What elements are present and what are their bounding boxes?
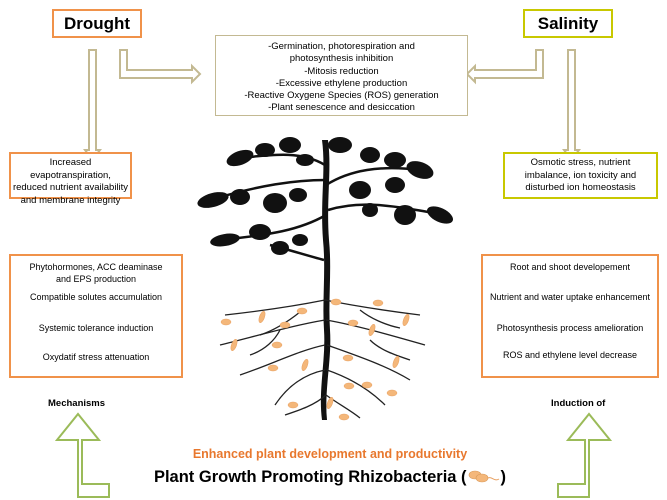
- effect-line: -Excessive ethylene production: [275, 77, 408, 89]
- effect-line: Osmotic stress, nutrient: [530, 157, 631, 168]
- bacterium: [230, 339, 238, 351]
- bacteria-icon: [468, 470, 499, 483]
- effect-line: -Mitosis reduction: [304, 65, 379, 77]
- salinity-label: Salinity: [537, 13, 599, 33]
- common-effects-box: -Germination, photorespiration and photo…: [215, 35, 468, 116]
- outcome-text: Enhanced plant development and productiv…: [192, 447, 468, 461]
- bacterium: [402, 314, 410, 326]
- salinity-box: Salinity: [523, 9, 613, 38]
- bacterium: [368, 324, 376, 336]
- mechanism-item: and EPS production: [55, 274, 137, 284]
- bacterium: [271, 341, 283, 349]
- plant-stem: [320, 140, 331, 420]
- induction-box: Root and shoot developement Nutrient and…: [481, 254, 659, 378]
- bacterium: [287, 401, 299, 409]
- bacterium: [343, 382, 355, 390]
- pgpr-title-text: Plant Growth Promoting Rhizobacteria (: [153, 468, 467, 486]
- bacterium: [361, 381, 373, 389]
- bacterium: [326, 397, 334, 409]
- effect-line: imbalance, ion toxicity and: [524, 169, 637, 181]
- pgpr-right-up-arrow: [557, 412, 613, 498]
- mechanism-item: Systemic tolerance induction: [38, 323, 154, 333]
- salinity-left-arrow: [465, 49, 544, 85]
- induction-item: Photosynthesis process amelioration: [496, 323, 644, 333]
- bacterium: [392, 356, 400, 368]
- mechanism-item: Phytohormones, ACC deaminase: [29, 262, 163, 272]
- drought-box: Drought: [52, 9, 142, 38]
- drought-label: Drought: [63, 13, 131, 33]
- induction-item: Root and shoot developement: [509, 262, 631, 272]
- effect-line: Increased evapotranspiration,: [30, 157, 111, 181]
- bacterium: [342, 354, 354, 362]
- effect-line: disturbed ion homeostasis: [525, 182, 636, 193]
- drought-right-arrow: [119, 49, 202, 85]
- mechanism-item: Compatible solutes accumulation: [29, 292, 163, 302]
- bacterium: [267, 364, 279, 372]
- bacterium: [347, 319, 359, 327]
- salinity-down-arrow: [562, 49, 581, 162]
- effect-line: -Reactive Oxygene Species (ROS) generati…: [244, 90, 439, 102]
- induction-item: Nutrient and water uptake enhancement: [489, 292, 651, 302]
- pgpr-title-close: ): [500, 468, 507, 486]
- effect-line: -Plant senescence and desiccation: [268, 102, 415, 114]
- drought-down-arrow: [83, 49, 102, 162]
- induction-item: ROS and ethylene level decrease: [502, 350, 638, 360]
- effect-line: reduced nutrient availability: [12, 182, 129, 193]
- bacterium: [330, 298, 342, 306]
- bacterium: [301, 359, 309, 371]
- rhizobacteria-cells: [220, 298, 410, 421]
- salinity-effects-box: Osmotic stress, nutrient imbalance, ion …: [503, 152, 658, 199]
- plant-illustration: [197, 137, 454, 420]
- effect-line: photosynthesis inhibition: [289, 53, 394, 65]
- pgpr-left-up-arrow: [54, 412, 110, 498]
- mechanism-item: Oxydatif stress attenuation: [42, 352, 150, 362]
- pgpr-title: Plant Growth Promoting Rhizobacteria (): [120, 468, 540, 487]
- mechanisms-box: Phytohormones, ACC deaminase and EPS pro…: [9, 254, 183, 378]
- bacterium: [296, 307, 308, 315]
- bacterium: [258, 311, 266, 323]
- bacterium: [386, 389, 398, 397]
- bacterium: [338, 413, 350, 421]
- bacterium: [279, 321, 291, 329]
- bacterium: [220, 318, 232, 326]
- bacterium: [372, 299, 384, 307]
- mechanisms-label: Mechanisms: [48, 398, 106, 409]
- effect-line: and membrane integrity: [20, 194, 121, 206]
- drought-effects-box: Increased evapotranspiration, reduced nu…: [9, 152, 132, 206]
- induction-label: Induction of: [551, 398, 606, 409]
- effect-line: -Germination, photorespiration and: [268, 41, 415, 52]
